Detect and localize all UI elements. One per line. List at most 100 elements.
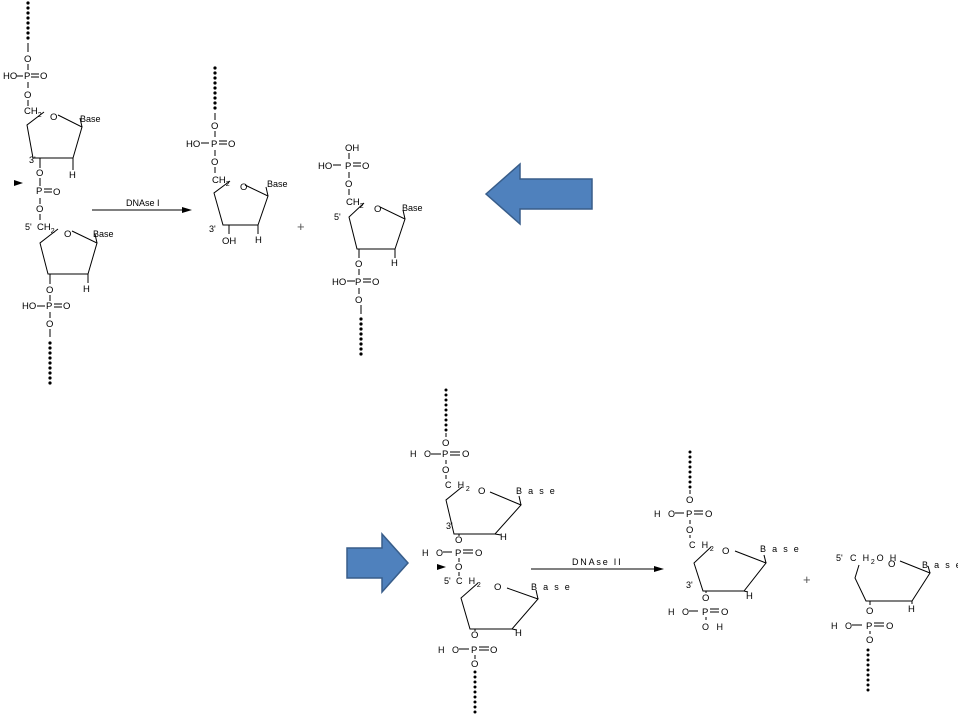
plus-sign: + — [297, 219, 305, 234]
base-label: Base — [93, 229, 114, 239]
prime3-label: 3' — [686, 580, 693, 590]
hydroxyl-group: HO — [22, 301, 36, 312]
hydrogen-atom: H — [255, 235, 262, 246]
arrowhead-icon — [654, 566, 664, 572]
enzyme-label: DNAse II — [572, 557, 622, 567]
oxygen-atom: O — [455, 535, 462, 546]
ring-oxygen: O — [374, 204, 381, 215]
cleavage-site-marker-icon — [14, 180, 23, 186]
ring-oxygen: O — [722, 546, 729, 557]
phosphorus-atom: P — [24, 71, 30, 82]
hydroxyl-group: H O — [422, 548, 446, 558]
oxygen-atom: O — [46, 285, 53, 296]
oxygen-atom: O — [355, 295, 362, 306]
ch2-group: C H2 — [445, 480, 472, 493]
oxygen-atom: O — [702, 593, 709, 604]
phosphorus-atom: P — [702, 607, 708, 618]
backbone-dots — [688, 450, 692, 489]
hydroxyl-group: O H — [702, 622, 726, 632]
oxygen-atom: O — [211, 157, 218, 168]
hydrogen-atom: H — [391, 258, 398, 269]
phosphorus-atom: P — [686, 509, 692, 520]
oxygen-atom: O — [24, 54, 31, 65]
phosphorus-atom: P — [866, 621, 872, 632]
enzyme-label: DNAse I — [126, 198, 160, 208]
hydroxyl-group: H O — [410, 449, 434, 459]
oxygen-atom: O — [211, 121, 218, 132]
hydroxyl-group: HO — [186, 139, 200, 150]
oxo-atom: O — [63, 301, 70, 312]
oxo-atom: O — [490, 645, 497, 656]
prime3-label: 3' — [209, 224, 216, 234]
dnase1-scheme: O HO P O O CH2 O Base H 3' O P O — [3, 1, 423, 385]
base-label: Base — [267, 179, 288, 189]
arrowhead-icon — [182, 207, 192, 213]
ch2-group: CH2 — [212, 175, 230, 188]
dnase2-scheme: O H O P O O C H2 O B a s e 3' H O H O P … — [410, 388, 958, 714]
hydrogen-atom: H — [500, 532, 507, 543]
dnase1-product-5prime-phosphate: OH HO P O O CH2 5' O Base H O HO P O — [318, 143, 423, 356]
phosphorus-atom: P — [36, 186, 42, 197]
hydroxyl-group: H O — [654, 509, 678, 519]
hydroxyl-group: H O — [668, 607, 692, 617]
base-label: Base — [402, 203, 423, 213]
ch2-group: C H2 — [456, 576, 483, 589]
oxo-atom: O — [40, 71, 47, 82]
hydrogen-atom: H — [83, 284, 90, 295]
base-label: B a s e — [531, 582, 572, 592]
cleavage-site-marker-icon — [437, 564, 446, 570]
oxo-atom: O — [721, 607, 728, 618]
pointer-arrow-right-icon — [346, 532, 410, 594]
oxygen-atom: O — [471, 630, 478, 641]
hydrogen-atom: H — [515, 628, 522, 639]
oxo-atom: O — [362, 161, 369, 172]
backbone-dots — [444, 388, 448, 432]
phosphorus-atom: P — [46, 301, 52, 312]
backbone-dots — [473, 670, 477, 714]
prime5-label: 5' — [836, 553, 843, 563]
phosphorus-atom: P — [471, 645, 477, 656]
ring-oxygen: O — [240, 182, 247, 193]
backbone-dots — [359, 317, 363, 356]
dnase2-reaction-arrow: DNAse II — [531, 557, 664, 572]
oxo-atom: O — [886, 621, 893, 632]
backbone-dots — [26, 1, 30, 40]
ch2-group: CH2 — [37, 222, 55, 235]
oxygen-atom: O — [36, 204, 43, 215]
prime5-label: 5' — [334, 212, 341, 222]
hydroxyl-group: HO — [3, 71, 17, 82]
ch2-group: CH2 — [346, 197, 364, 210]
oxo-atom: O — [462, 449, 469, 460]
hydrogen-atom: H — [69, 170, 76, 181]
oxygen-atom: O — [866, 635, 873, 646]
ring-oxygen: O — [50, 112, 57, 123]
dnase1-reactant: O HO P O O CH2 O Base H 3' O P O — [3, 1, 114, 385]
oxo-atom: O — [53, 187, 60, 198]
dnase2-product-3prime-phosphate: O H O P O O C H2 O B a s e 3' H O H O P … — [654, 450, 801, 632]
oxo-atom: O — [228, 139, 235, 150]
plus-sign: + — [803, 572, 811, 587]
dnase2-product-5prime-hydroxyl: 5' C H2O H O B a s e H O H O P O O — [831, 553, 958, 692]
dnase2-reactant: O H O P O O C H2 O B a s e 3' H O H O P … — [410, 388, 572, 714]
base-label: B a s e — [760, 544, 801, 554]
backbone-dots — [213, 66, 217, 110]
hydroxyl-group: HO — [332, 277, 346, 288]
oxygen-atom: O — [36, 168, 43, 179]
oxygen-atom: O — [355, 259, 362, 270]
oxygen-atom: O — [345, 179, 352, 190]
ring-oxygen: O — [478, 486, 485, 497]
oxygen-atom: O — [24, 90, 31, 101]
base-label: Base — [80, 114, 101, 124]
phosphorus-atom: P — [355, 277, 361, 288]
oxygen-atom: O — [46, 319, 53, 330]
backbone-dots — [48, 341, 52, 385]
prime3-label: 3' — [446, 521, 453, 531]
ch2-group: CH2 — [24, 106, 42, 119]
ring-oxygen: O — [888, 559, 895, 570]
base-label: B a s e — [516, 486, 557, 496]
hydroxyl-group: H O — [438, 645, 462, 655]
prime5-label: 5' — [25, 222, 32, 232]
hydroxyl-group: OH — [345, 143, 359, 154]
hydroxyl-group: H O — [831, 621, 855, 631]
